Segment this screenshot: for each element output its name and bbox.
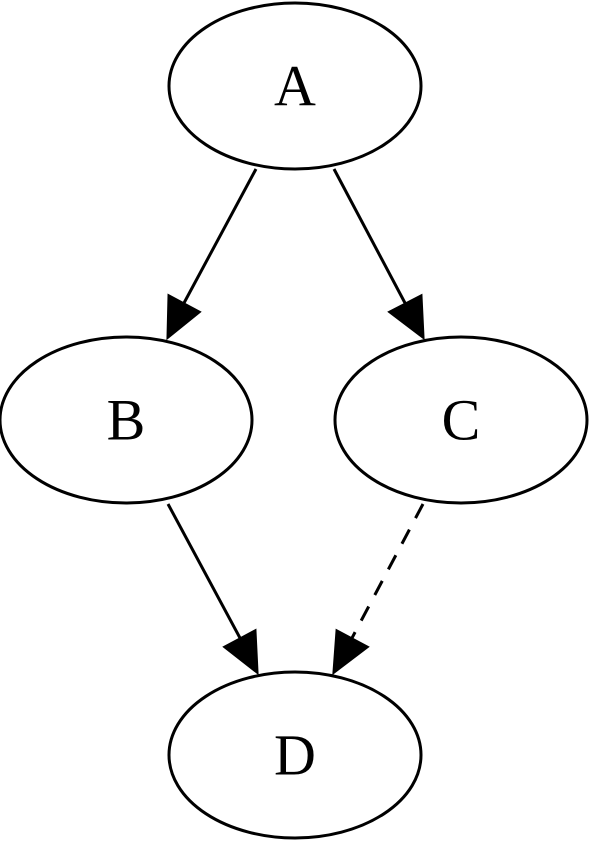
node-c-label: C [442,388,481,453]
node-d-label: D [274,723,316,788]
edge-c-d-line [350,503,425,639]
edge-a-b [166,168,258,341]
edge-b-d [166,503,259,676]
node-c-ellipse [333,335,589,505]
edge-a-c-arrowhead [387,293,425,341]
node-a: A [167,1,423,171]
node-c: C [333,335,589,505]
node-b: B [0,335,254,505]
node-d: D [167,670,423,840]
node-a-ellipse [167,1,423,171]
edge-c-d-arrowhead [332,628,370,676]
edge-a-c-line [332,168,407,304]
edge-a-b-arrowhead [166,293,202,341]
edge-a-b-line [182,168,258,304]
edge-a-c [332,168,425,341]
edge-b-d-arrowhead [222,628,259,676]
node-b-ellipse [0,335,254,505]
node-a-label: A [274,54,316,119]
edge-c-d [332,503,425,676]
node-b-label: B [107,388,146,453]
edge-b-d-line [166,503,242,639]
node-d-ellipse [167,670,423,840]
